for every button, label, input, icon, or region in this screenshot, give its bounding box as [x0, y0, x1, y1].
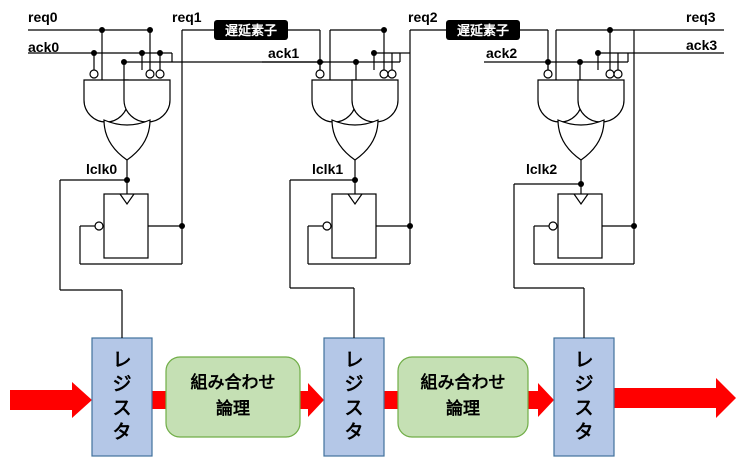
- ack0-label: ack0: [28, 39, 59, 55]
- lclk2-label: lclk2: [526, 161, 557, 177]
- delay-element-1: 遅延素子: [446, 20, 520, 40]
- lclk1-label: lclk1: [312, 161, 343, 177]
- register-2: レ ジ ス タ: [553, 337, 615, 457]
- register-char: タ: [112, 421, 131, 443]
- delay-element-label: 遅延素子: [225, 23, 277, 39]
- req2-label: req2: [408, 9, 438, 25]
- delay-element-label: 遅延素子: [457, 23, 509, 39]
- register-char: タ: [344, 421, 363, 443]
- comb-logic-0: 組み合わせ 論理: [165, 356, 301, 438]
- control-stage-0: lclk0: [59, 27, 185, 338]
- register-char: レ: [574, 349, 593, 371]
- flip-flop: [103, 193, 149, 259]
- output-arrow: [614, 378, 736, 418]
- and-gate-right: [123, 79, 171, 123]
- ack2-label: ack2: [486, 45, 517, 61]
- register-0: レ ジ ス タ: [91, 337, 153, 457]
- req1-label: req1: [172, 9, 202, 25]
- flip-flop: [557, 193, 603, 259]
- data-path: [10, 378, 736, 418]
- register-char: ス: [574, 397, 593, 419]
- and-gate-left: [83, 79, 129, 123]
- delay-element-0: 遅延素子: [214, 20, 288, 40]
- data-arrow-reg1-comb1: [384, 391, 400, 409]
- register-char: レ: [112, 349, 131, 371]
- input-arrow: [10, 382, 92, 418]
- signal-labels: req0 ack0 req1 ack1 req2 ack2 req3 ack3: [28, 9, 717, 61]
- register-char: ジ: [574, 373, 593, 395]
- register-char: タ: [574, 421, 593, 443]
- register-char: ス: [344, 397, 363, 419]
- data-arrow-comb0-reg1: [300, 383, 324, 417]
- or-gate: [557, 119, 605, 161]
- and-gate-left: [537, 79, 583, 123]
- comb-logic-label: 論理: [216, 398, 250, 419]
- or-gate: [103, 119, 151, 161]
- register-char: レ: [344, 349, 363, 371]
- data-arrow-comb1-reg2: [528, 383, 554, 417]
- register-1: レ ジ ス タ: [323, 337, 385, 457]
- flip-flop: [331, 193, 377, 259]
- comb-logic-label: 組み合わせ: [421, 372, 506, 393]
- and-gate-right: [351, 79, 399, 123]
- req0-label: req0: [28, 9, 58, 25]
- and-gate-left: [311, 79, 357, 123]
- register-char: ス: [112, 397, 131, 419]
- control-stage-1: lclk1: [289, 27, 413, 338]
- or-gate: [331, 119, 379, 161]
- lclk0-label: lclk0: [86, 161, 117, 177]
- ack3-label: ack3: [686, 37, 717, 53]
- and-gate-right: [577, 79, 625, 123]
- data-arrow-reg0-comb0: [152, 391, 168, 409]
- comb-logic-label: 組み合わせ: [191, 372, 276, 393]
- comb-logic-label: 論理: [446, 398, 480, 419]
- control-stage-2: lclk2: [513, 27, 637, 338]
- comb-logic-1: 組み合わせ 論理: [397, 356, 529, 438]
- register-char: ジ: [112, 373, 131, 395]
- req3-label: req3: [686, 9, 716, 25]
- register-char: ジ: [344, 373, 363, 395]
- combinational-logic-blocks: 組み合わせ 論理 組み合わせ 論理: [165, 356, 529, 438]
- ack1-label: ack1: [268, 45, 299, 61]
